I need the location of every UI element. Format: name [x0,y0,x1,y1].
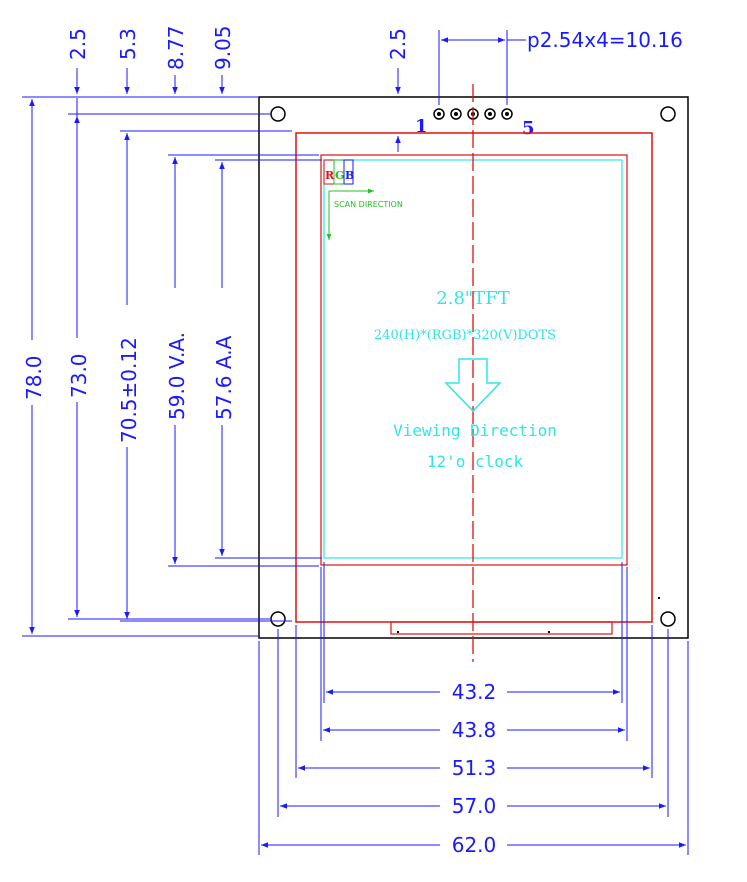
glass-outline [320,154,628,566]
dim-aa-height: 57.6 A.A [212,335,236,420]
dim-frame-height: 70.5±0.12 [117,337,141,443]
dim-va-width: 43.8 [452,718,497,742]
rgb-b-label: B [345,169,354,182]
dim-top-5.3: 5.3 [116,28,140,60]
dim-top-9.05: 9.05 [211,25,235,70]
viewing-direction-label: Viewing Direction [393,421,557,440]
dim-hole-width: 57.0 [452,794,497,818]
top-dimensions: 2.5 5.3 8.77 9.05 2.5 [66,25,410,152]
rgb-r-label: R [325,169,335,182]
dim-aa-width: 43.2 [452,680,497,704]
pin-pitch-label: p2.54x4=10.16 [527,28,683,52]
display-size: 2.8"TFT [436,288,509,309]
dim-outline-height: 78.0 [22,355,46,400]
scan-direction-label: SCAN DIRECTION [334,200,403,209]
mounting-hole-top-right [660,106,676,122]
viewing-direction-arrow [444,358,502,413]
pin-5-label: 5 [522,118,535,139]
display-resolution: 240(H)*(RGB)*320(V)DOTS [374,328,556,343]
dim-top-8.77: 8.77 [164,25,188,70]
dim-top-2.5: 2.5 [66,28,90,60]
viewing-direction-value: 12'o clock [427,452,524,471]
rgb-g-label: G [335,169,344,182]
dim-hole-height: 73.0 [67,353,91,398]
dim-frame-width: 51.3 [452,756,497,780]
dim-va-height: 59.0 V.A. [165,332,189,420]
dim-top-2.5-pin: 2.5 [386,28,410,60]
dim-outline-width: 62.0 [452,833,497,857]
mounting-hole-bottom-right [660,611,676,627]
mounting-hole-top-left [270,106,286,122]
pin-1-label: 1 [415,116,428,137]
mounting-hole-bottom-left [270,611,286,627]
fpc-tail [390,621,613,635]
